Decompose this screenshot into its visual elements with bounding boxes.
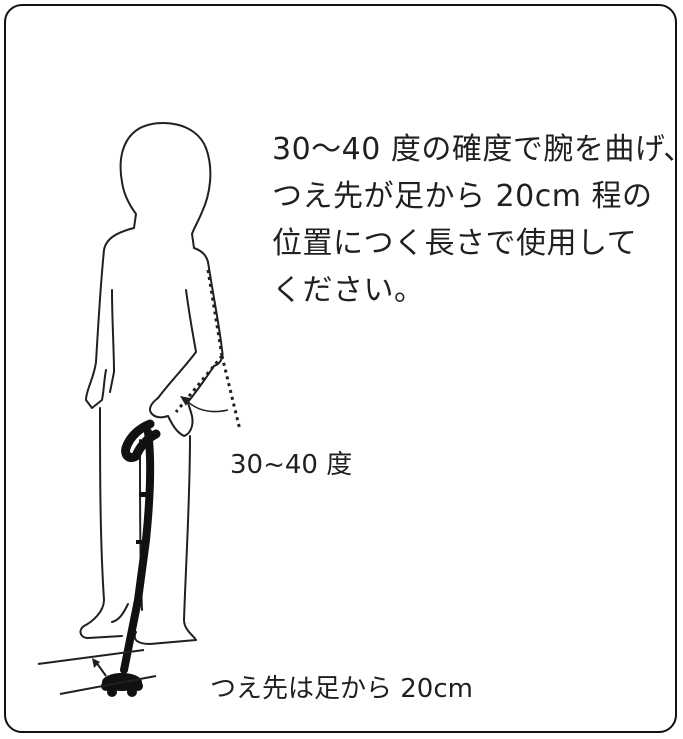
instruction-line-1: 30～40 度の確度で腕を曲げ、 — [272, 132, 683, 167]
angle-label: 30~40 度 — [230, 450, 353, 480]
usage-instruction: 30～40 度の確度で腕を曲げ、 つえ先が足から 20cm 程の 位置につく長さ… — [272, 126, 683, 314]
illustration-frame — [4, 4, 677, 733]
person-outline-icon — [79, 121, 224, 645]
cane-icon — [101, 419, 161, 697]
distance-label: つえ先は足から 20cm — [210, 674, 473, 704]
angle-guide-icon — [174, 269, 242, 431]
instruction-line-3: 位置につく長さで使用して — [272, 226, 638, 261]
instruction-line-4: ください。 — [272, 273, 425, 308]
instruction-line-2: つえ先が足から 20cm 程の — [272, 179, 653, 214]
angle-arc-icon — [185, 399, 229, 413]
